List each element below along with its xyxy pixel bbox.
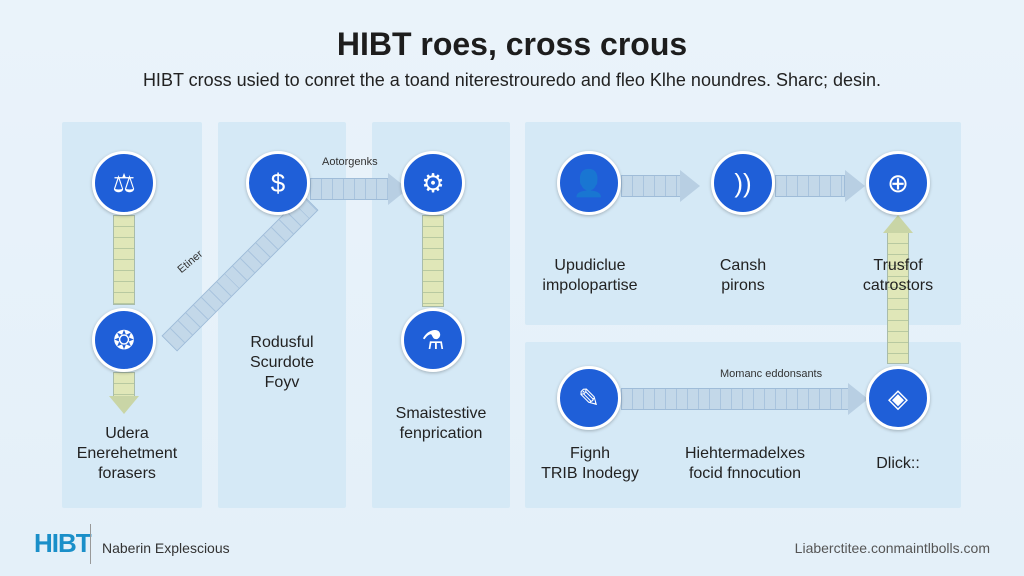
label-line: fenprication bbox=[399, 425, 483, 442]
feather-icon: ✎ bbox=[578, 382, 600, 413]
arrow-label-bottom: Momanc eddonsants bbox=[720, 368, 823, 380]
label-line: Cansh bbox=[719, 257, 767, 274]
arrow-n7-n8 bbox=[775, 175, 845, 197]
page-title: HIBT roes, cross crous bbox=[336, 26, 688, 62]
arrow-label-top: Aotorgenks bbox=[322, 156, 378, 168]
node-user[interactable]: 👤 bbox=[557, 151, 621, 215]
label-line: Upudiclue bbox=[554, 257, 626, 274]
label-n7: Cansh pirons bbox=[683, 256, 803, 296]
node-eye[interactable]: ⊕ bbox=[866, 151, 930, 215]
arrow-head-right bbox=[680, 170, 700, 202]
node-wireless[interactable]: )) bbox=[711, 151, 775, 215]
page-subtitle: HIBT cross usied to conret the a toand n… bbox=[142, 70, 882, 90]
label-line: Foyv bbox=[264, 374, 300, 391]
label-line: Trusfof bbox=[873, 257, 923, 274]
label-line: TRIB Inodegy bbox=[541, 465, 639, 482]
label-line: Rodusful bbox=[250, 334, 314, 351]
label-n9: Fignh TRIB Inodegy bbox=[525, 444, 655, 484]
label-line: impolopartise bbox=[542, 277, 638, 294]
user-icon: 👤 bbox=[572, 167, 606, 198]
eye-cross-icon: ⊕ bbox=[887, 167, 909, 198]
network-icon: ⚙ bbox=[421, 167, 445, 198]
arrow-n3-n5 bbox=[422, 215, 444, 307]
label-line: forasers bbox=[98, 465, 156, 482]
arrow-head-down bbox=[109, 396, 139, 414]
node-pillar[interactable]: ⚗ bbox=[401, 308, 465, 372]
pillar-icon: ⚗ bbox=[421, 324, 445, 355]
arrow-head-right bbox=[845, 170, 865, 202]
footer-brand: Naberin Explescious bbox=[102, 540, 230, 556]
globe-seal-icon: ❂ bbox=[113, 324, 135, 355]
dollar-hexagon-icon: $ bbox=[270, 167, 286, 198]
footer-logo: HIBT bbox=[34, 528, 92, 558]
node-network[interactable]: ⚙ bbox=[401, 151, 465, 215]
label-n10: Dlick:: bbox=[848, 454, 948, 474]
label-line: Udera bbox=[105, 425, 149, 442]
diamond-icon: ◈ bbox=[888, 382, 908, 413]
label-n5: Smaistestive fenprication bbox=[366, 404, 516, 444]
arrow-n2-n3 bbox=[310, 178, 390, 200]
arrow-n6-n7 bbox=[621, 175, 681, 197]
node-feather[interactable]: ✎ bbox=[557, 366, 621, 430]
label-n6: Upudiclue impolopartise bbox=[520, 256, 660, 296]
node-scale[interactable]: ⚖ bbox=[92, 151, 156, 215]
label-n8: Trusfof catrostors bbox=[838, 256, 958, 296]
label-line: Hiehtermadelxes bbox=[684, 445, 806, 462]
footer-url[interactable]: Liaberctitee.conmaintlbolls.com bbox=[794, 540, 990, 556]
label-line: Fignh bbox=[569, 445, 611, 462]
label-line: Scurdote bbox=[249, 354, 315, 371]
node-globe[interactable]: ❂ bbox=[92, 308, 156, 372]
label-n4: Udera Enerehetment forasers bbox=[52, 424, 202, 484]
label-line: Smaistestive bbox=[395, 405, 487, 422]
node-dollar[interactable]: $ bbox=[246, 151, 310, 215]
arrow-head-right bbox=[848, 383, 868, 415]
label-line: focid fnnocution bbox=[688, 465, 802, 482]
arrow-n1-n4 bbox=[113, 215, 135, 305]
footer-divider bbox=[90, 524, 91, 564]
label-mid: Hiehtermadelxes focid fnnocution bbox=[665, 444, 825, 484]
arrow-n9-n10 bbox=[621, 388, 851, 410]
node-diamond[interactable]: ◈ bbox=[866, 366, 930, 430]
label-line: Enerehetment bbox=[76, 445, 178, 462]
scale-icon: ⚖ bbox=[112, 167, 136, 198]
arrow-n4-down bbox=[113, 372, 135, 398]
apple-wireless-icon: )) bbox=[734, 167, 752, 198]
label-n2: Rodusful Scurdote Foyv bbox=[212, 333, 352, 393]
label-line: catrostors bbox=[862, 277, 934, 294]
arrow-head-up bbox=[883, 215, 913, 233]
label-line: Dlick:: bbox=[876, 455, 920, 472]
arrow-n10-n8 bbox=[887, 232, 909, 364]
label-line: pirons bbox=[721, 277, 765, 294]
